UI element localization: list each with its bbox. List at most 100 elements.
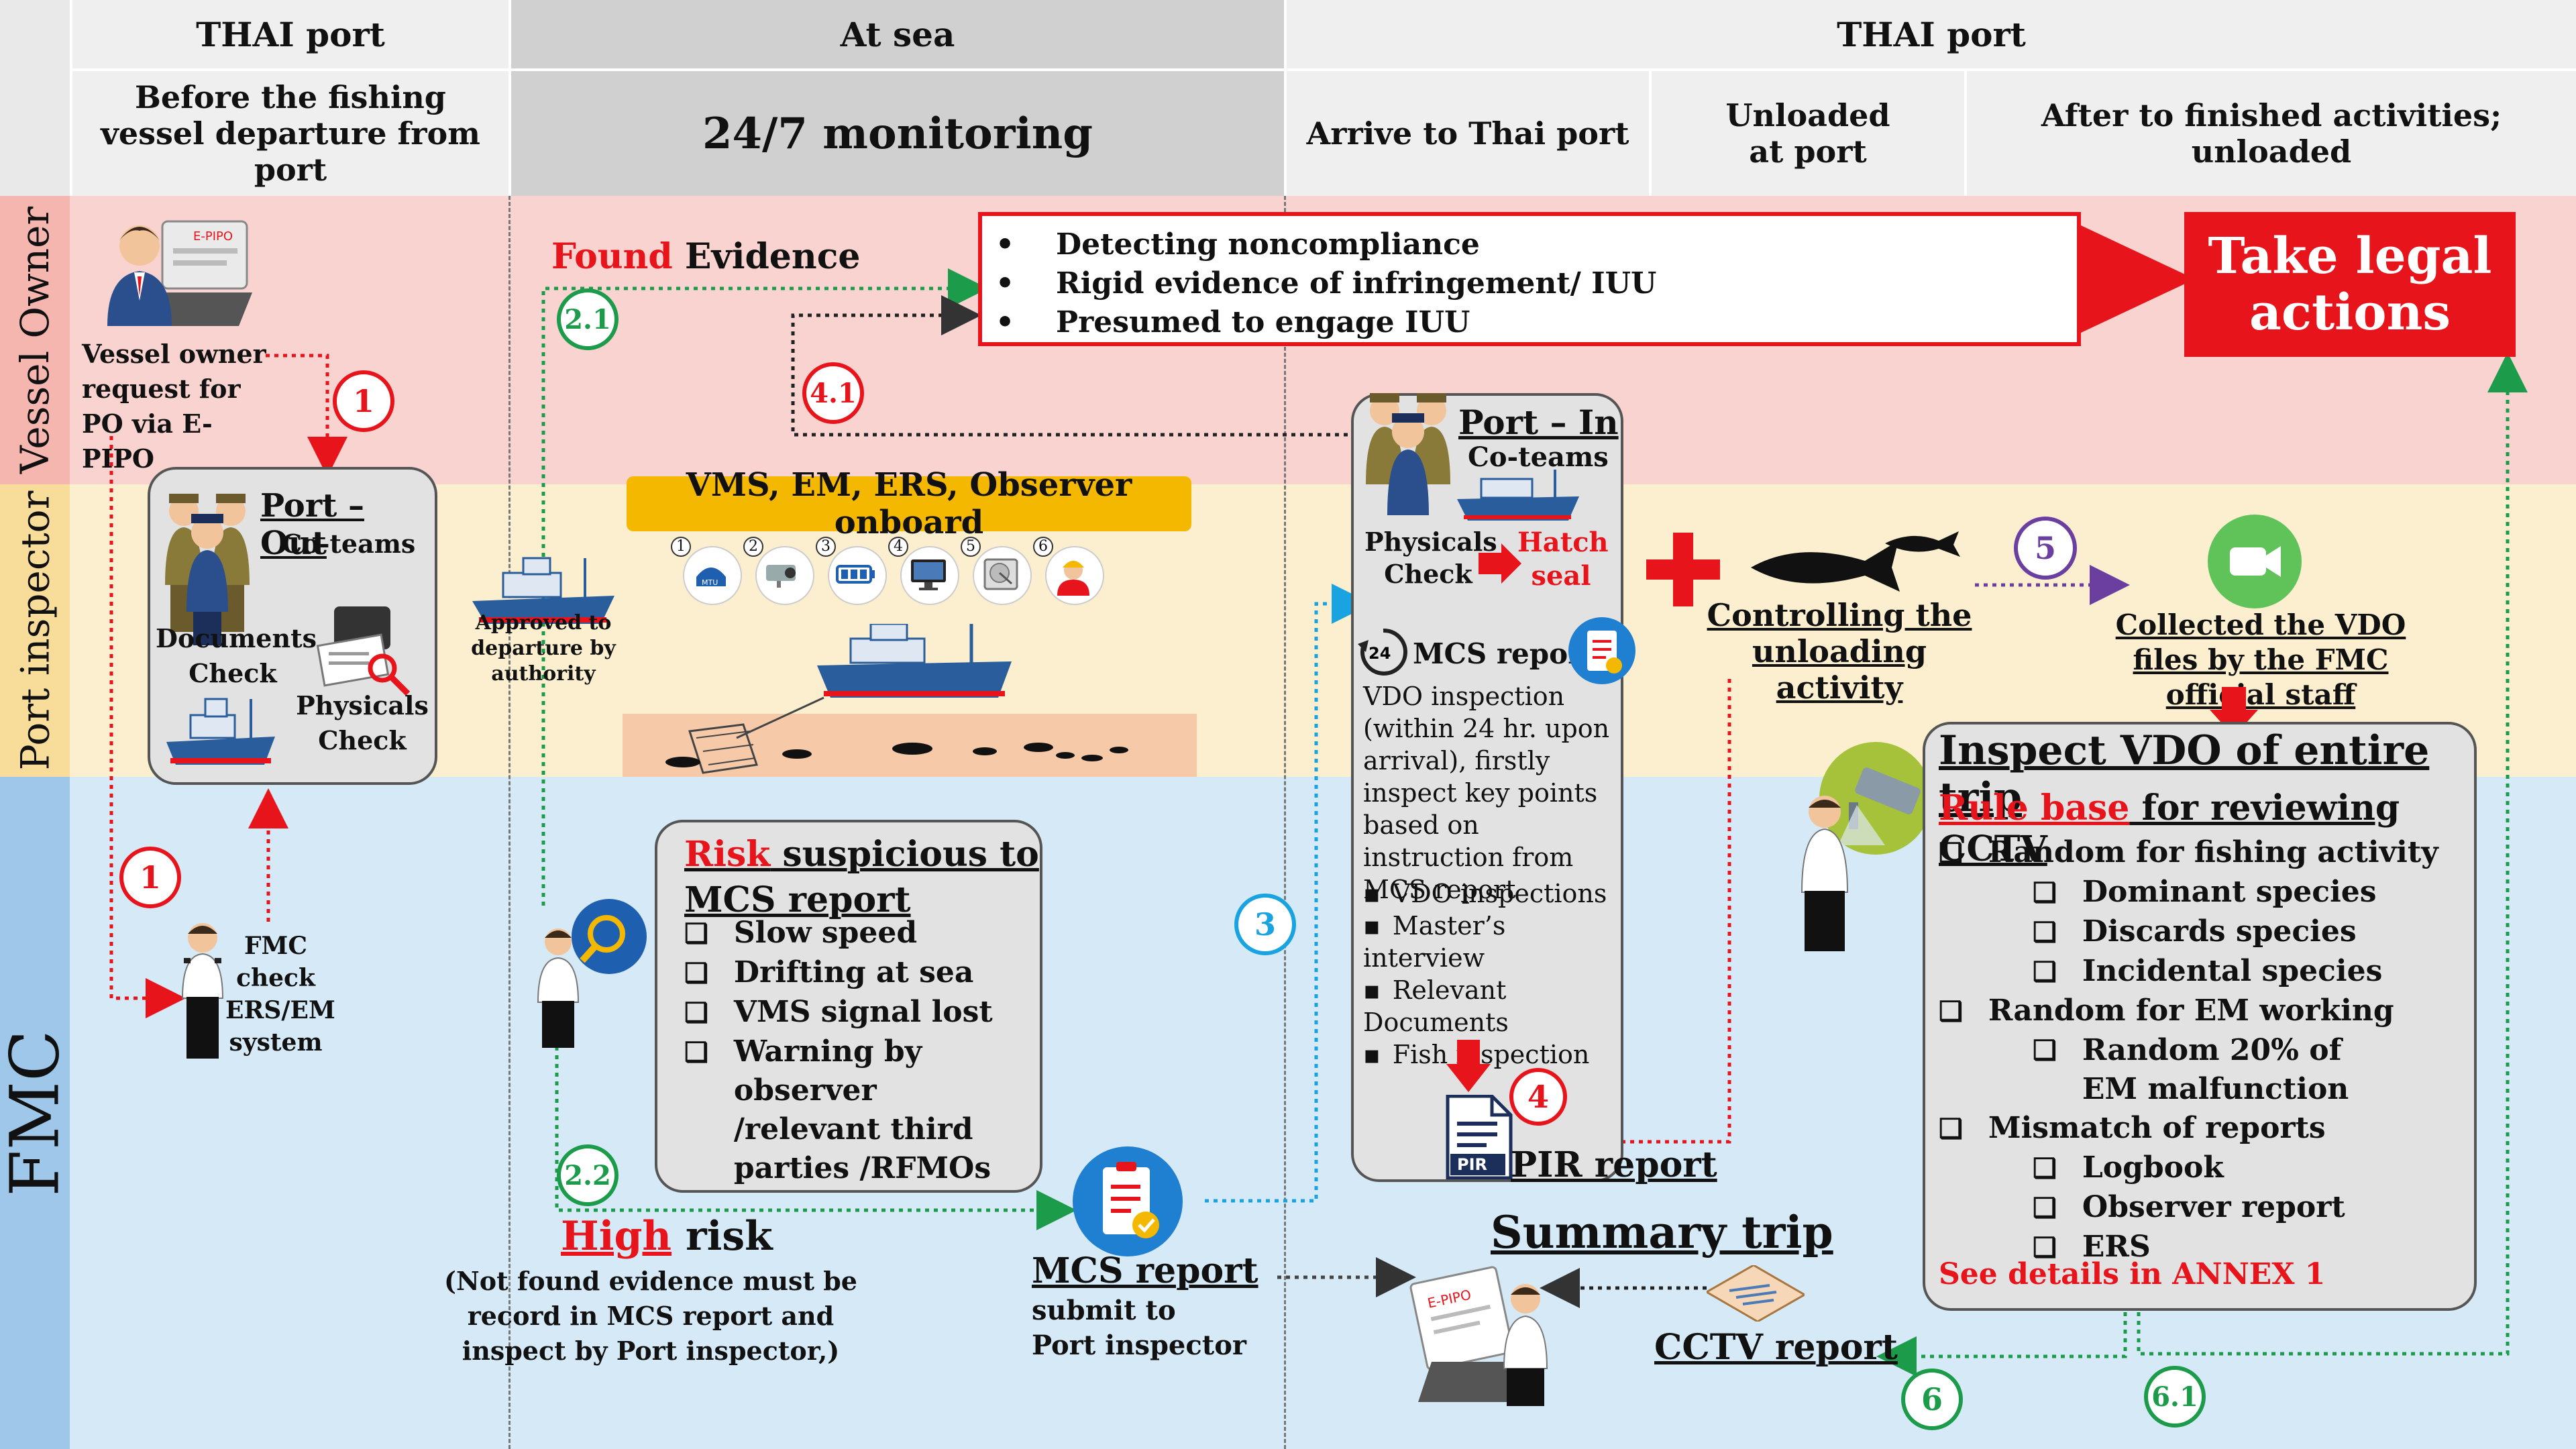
fish-silhouettes-icon	[1751, 531, 1960, 592]
red-arrow-down-icon	[1446, 1040, 1491, 1092]
header-before-departure: Before the fishing vessel departure from…	[72, 71, 508, 196]
high-risk-note: (Not found evidence must be record in MC…	[444, 1266, 857, 1366]
port-in-subtitle: Co-teams	[1468, 441, 1609, 473]
port-in-item: VDO inspections	[1363, 877, 1629, 910]
rule-item-level2: Random 20% of EM malfunction	[1939, 1031, 2475, 1109]
24-hour-clock-icon: 24	[1358, 628, 1407, 676]
rule-item-level1: Mismatch of reports	[1939, 1109, 2475, 1148]
pir-document-icon: PIR	[1446, 1095, 1513, 1179]
vms-em-ers-banner: VMS, EM, ERS, Observer onboard	[627, 466, 1191, 541]
co-teams-officers-icon	[165, 494, 250, 645]
controlling-unloading-text: Controlling the unloading activity	[1707, 597, 1972, 706]
inspect-vdo-box: Inspect VDO of entire trip Rule base for…	[1923, 722, 2477, 1311]
risk-item: VMS signal lost	[684, 993, 1033, 1032]
header-thai-port-right: THAI port	[1287, 0, 2576, 68]
port-in-vessel-icon	[1457, 470, 1579, 521]
port-in-co-teams-icon	[1366, 393, 1450, 515]
svg-text:MTU: MTU	[702, 578, 718, 587]
rule-item-level2: Incidental species	[1939, 952, 2475, 991]
step-2-2: 2.2	[557, 1144, 619, 1206]
battery-icon	[836, 565, 875, 584]
step-4-1: 4.1	[802, 362, 864, 424]
lane-label-port-inspector: Port inspector	[0, 484, 70, 777]
rule-item-level2: Observer report	[1939, 1188, 2475, 1228]
evidence-item: •Presumed to engage IUU	[996, 305, 1470, 339]
port-in-title: Port – In	[1458, 402, 1619, 442]
red-plus-icon	[1646, 533, 1720, 606]
cctv-analyst-icon	[1801, 742, 1932, 951]
approved-departure-text: Approved to departure by authority	[471, 611, 616, 686]
hard-disk-icon	[983, 558, 1018, 590]
hatch-seal-label: Hatch seal	[1517, 527, 1609, 592]
found-evidence-heading: Found Evidence	[551, 236, 861, 277]
port-out-title: Port – Out	[260, 487, 364, 562]
documents-magnifier-icon	[316, 606, 411, 696]
port-out-box: Port – Out Co-teams Documents Check Phys…	[148, 467, 437, 785]
take-legal-actions-box: Take legal actions	[2184, 212, 2516, 357]
high-risk-heading: High risk	[561, 1213, 773, 1260]
cctv-camera-icon	[766, 565, 796, 588]
rule-item-level2: Dominant species	[1939, 873, 2475, 912]
step-1-top: 1	[333, 370, 394, 432]
physicals-check-label: Physicals Check	[296, 690, 429, 755]
header-after: After to finished activities; unloaded	[1967, 71, 2576, 196]
fishing-vessel-icon	[166, 698, 275, 765]
step-1-bottom: 1	[119, 847, 181, 908]
header-unloaded: Unloaded at port	[1652, 71, 1964, 196]
summary-trip-heading: Summary trip	[1491, 1206, 1833, 1258]
mcs-report-small-icon	[1568, 617, 1635, 684]
step-2-1: 2.1	[557, 288, 619, 350]
mcs-report-submit-sub: submit to Port inspector	[1032, 1295, 1246, 1361]
step-3: 3	[1234, 894, 1296, 955]
evidence-item: •Detecting noncompliance	[996, 227, 1480, 262]
risk-item: Drifting at sea	[684, 953, 1033, 993]
vessel-owner-laptop-icon: E-PIPO	[101, 213, 255, 327]
summary-trip-laptop-icon: E-PIPO	[1409, 1266, 1548, 1406]
mcs-report-submit-title: MCS report	[1032, 1250, 1258, 1291]
lane-label-fmc: FMC	[0, 777, 74, 1449]
header-at-sea: At sea	[511, 0, 1284, 68]
step-5: 5	[2014, 517, 2077, 580]
port-in-physicals: Physicals Check	[1364, 527, 1497, 589]
port-in-mcs-report: MCS report	[1413, 637, 1596, 670]
header-monitoring: 24/7 monitoring	[511, 71, 1284, 196]
video-camera-icon	[2208, 515, 2302, 608]
rule-item-level2: Discards species	[1939, 912, 2475, 952]
port-in-item: Relevant Documents	[1363, 974, 1629, 1038]
header-arrive: Arrive to Thai port	[1287, 71, 1649, 196]
observer-icon	[1057, 561, 1089, 596]
svg-text:24: 24	[1368, 644, 1391, 663]
step-6-1: 6.1	[2144, 1366, 2206, 1428]
port-in-item: Master’s interview	[1363, 910, 1629, 974]
collected-vdo-text: Collected the VDO files by the FMC offic…	[2115, 608, 2406, 711]
documents-check-label: Documents Check	[156, 623, 317, 688]
onboard-devices-row: 1 MTU 2 3 4 5 6	[671, 537, 1140, 610]
rule-item-level1: Random for EM working	[1939, 991, 2475, 1031]
phase-divider-left	[508, 196, 511, 1449]
arrow-to-legal-icon	[2081, 225, 2195, 333]
trawler-at-sea-icon	[665, 624, 1128, 774]
red-arrow-down-2-icon	[2210, 687, 2258, 737]
port-in-item: Fish inspection	[1363, 1038, 1629, 1071]
risk-item: Slow speed	[684, 914, 1033, 953]
port-in-box: Port – In Co-teams Physicals Check Hatch…	[1351, 393, 1635, 1182]
evidence-item: •Rigid evidence of infringement/ IUU	[996, 266, 1657, 301]
step-4: 4	[1509, 1068, 1567, 1126]
analyst-magnifier-icon	[537, 899, 647, 1048]
monitor-icon	[911, 559, 946, 590]
mtu-icon: MTU	[696, 568, 726, 587]
rule-item-level2: Logbook	[1939, 1148, 2475, 1188]
cctv-report-label: CCTV report	[1654, 1327, 1898, 1368]
pir-report-label: PIR report	[1511, 1144, 1717, 1185]
fmc-officer-icon	[181, 923, 224, 1059]
annex-note: See details in ANNEX 1	[1939, 1257, 2326, 1291]
mcs-report-clipboard-icon	[1073, 1146, 1183, 1256]
risk-item: Warning by observer /relevant third part…	[684, 1032, 1033, 1188]
rule-item-level1: Random for fishing activity	[1939, 833, 2475, 873]
approved-vessel-icon	[472, 557, 614, 624]
cctv-report-icon	[1707, 1265, 1805, 1322]
step-6: 6	[1901, 1368, 1963, 1430]
